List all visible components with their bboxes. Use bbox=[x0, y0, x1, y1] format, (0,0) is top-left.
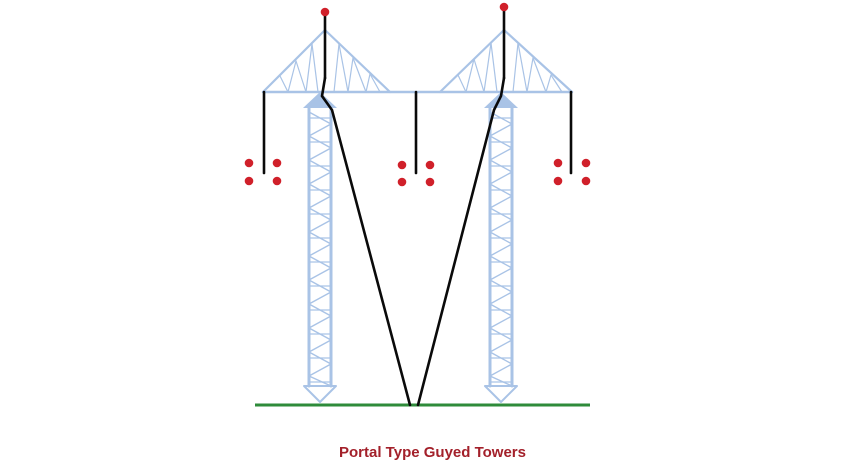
left-guy-wire bbox=[320, 76, 412, 407]
right-lattice-mast bbox=[484, 92, 518, 403]
left-lattice-mast bbox=[303, 92, 337, 403]
right-guy-wire bbox=[416, 76, 506, 407]
left-peak-truss bbox=[261, 28, 392, 94]
right-conductor-bundle bbox=[553, 158, 591, 186]
left-earthwire-tip bbox=[320, 7, 330, 17]
right-peak-truss bbox=[438, 28, 574, 94]
right-earthwire-tip bbox=[499, 2, 509, 12]
center-conductor-bundle bbox=[397, 160, 435, 187]
figure-caption: Portal Type Guyed Towers bbox=[339, 444, 526, 461]
left-conductor-bundle bbox=[244, 158, 282, 186]
